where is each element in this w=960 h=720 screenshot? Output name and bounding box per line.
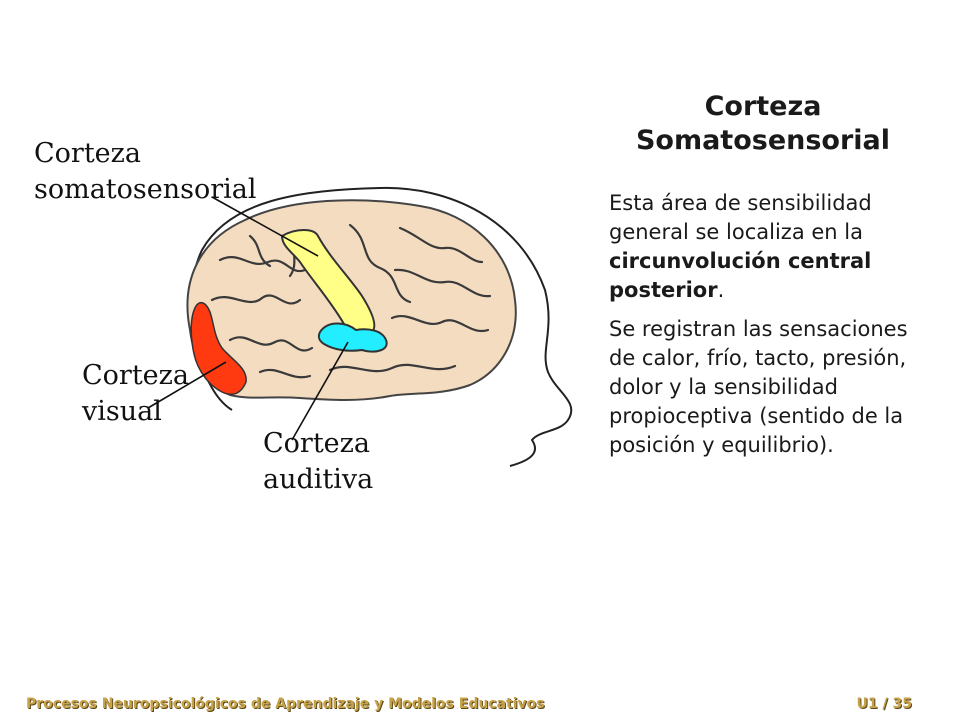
leader-somatosensory (211, 196, 319, 257)
brain-gyri (210, 223, 492, 379)
p1-period: . (717, 278, 725, 302)
description-panel: Esta área de sensibilidad general se loc… (609, 189, 929, 470)
leader-auditiva (291, 341, 349, 441)
course-title: Procesos Neuropsicológicos de Aprendizaj… (26, 696, 545, 712)
p1-highlight: circunvolución central posterior (609, 249, 872, 302)
auditory-area (317, 322, 388, 353)
footer: Procesos Neuropsicológicos de Aprendizaj… (0, 694, 960, 720)
somatosensory-label-line2: somatosensorial (34, 174, 257, 205)
paragraph-location: Esta área de sensibilidad general se loc… (609, 189, 929, 305)
auditory-label-line1: Corteza (263, 428, 370, 459)
visual-cortex-label: Corteza visual (82, 358, 189, 430)
somatosensory-cortex-label: Corteza somatosensorial (34, 136, 257, 208)
paragraph-sensations: Se registran las sensaciones de calor, f… (609, 317, 908, 457)
visual-label-line2: visual (82, 396, 162, 427)
page-title: Corteza Somatosensorial (598, 90, 928, 158)
leader-visual (147, 361, 227, 409)
auditory-cortex-label: Corteza auditiva (263, 426, 373, 498)
head-outline (190, 186, 573, 467)
somatosensory-label-line1: Corteza (34, 138, 141, 169)
title-line1: Corteza (704, 91, 822, 122)
page-number: U1 / 35 (856, 696, 912, 712)
visual-area (190, 301, 247, 396)
visual-label-line1: Corteza (82, 360, 189, 391)
p1-text: Esta área de sensibilidad general se loc… (609, 191, 872, 244)
auditory-label-line2: auditiva (263, 464, 374, 495)
title-line2: Somatosensorial (635, 125, 891, 156)
